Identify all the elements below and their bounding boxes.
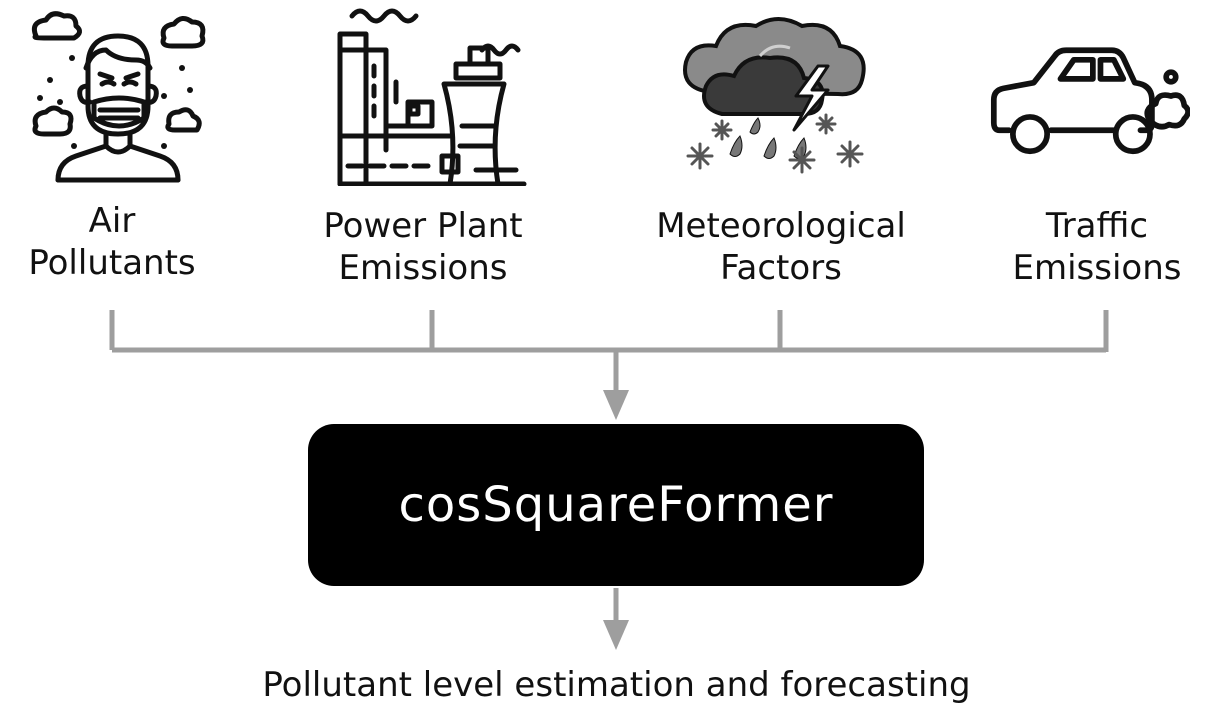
input-label-traffic-emissions: Traffic Emissions — [1012, 206, 1182, 288]
masked-person-pollution-icon — [31, 11, 206, 183]
output-label: Pollutant level estimation and forecasti… — [262, 665, 971, 705]
factory-icon — [337, 8, 527, 186]
model-box: cosSquareFormer — [308, 424, 924, 586]
arrow-into-model — [603, 390, 629, 420]
input-label-power-plant-emissions: Power Plant Emissions — [323, 206, 523, 288]
storm-cloud-icon — [683, 17, 866, 174]
arrow-to-output — [603, 620, 629, 650]
input-label-air-pollutants: Air Pollutants — [28, 201, 196, 283]
car-exhaust-icon — [990, 47, 1190, 155]
input-label-meteorological-factors: Meteorological Factors — [656, 206, 906, 288]
model-name: cosSquareFormer — [398, 477, 834, 533]
